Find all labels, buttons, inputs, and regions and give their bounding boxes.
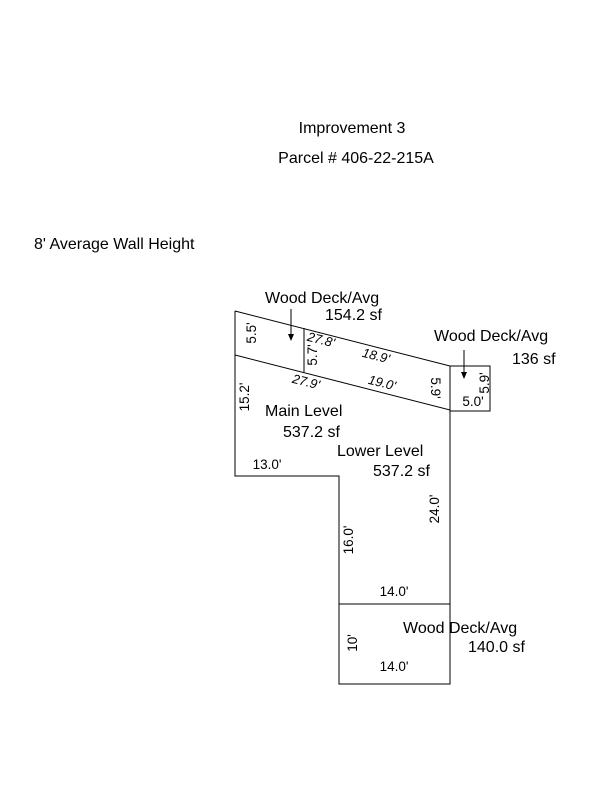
dim-main-left: 15.2' (237, 383, 252, 412)
deck-north-size: 154.2 sf (325, 307, 382, 324)
deck-north-name: Wood Deck/Avg (265, 290, 379, 307)
main-lower-outline (234, 355, 451, 605)
improvement-title: Improvement 3 (299, 120, 406, 137)
dim-main-top-right: 19.0' (367, 372, 398, 393)
dim-lower-bottom: 14.0' (380, 584, 409, 599)
lower-level-size: 537.2 sf (373, 463, 430, 480)
wall-height-note: 8' Average Wall Height (34, 236, 195, 253)
deck-south-outline (338, 604, 451, 685)
dim-main-top-left: 27.9' (290, 371, 322, 393)
deck-south-name: Wood Deck/Avg (403, 620, 517, 637)
deck-east-outline (450, 365, 491, 412)
dim-deck-north-mid: 5.7' (305, 344, 320, 365)
dim-main-right-short: 5.9' (428, 377, 443, 398)
lower-level-name: Lower Level (337, 443, 423, 460)
deck-east-arrowhead (461, 372, 467, 379)
deck-east-size: 136 sf (512, 351, 556, 368)
parcel-number: Parcel # 406-22-215A (278, 150, 434, 167)
dim-deck-east-height: 5.9' (477, 372, 492, 393)
dim-deck-south-bottom: 14.0' (380, 659, 409, 674)
main-level-size: 537.2 sf (283, 424, 340, 441)
dim-deck-south-side: 10' (345, 634, 360, 652)
dim-main-notch: 13.0' (253, 457, 282, 472)
deck-east-name: Wood Deck/Avg (434, 328, 548, 345)
dim-deck-east-width: 5.0' (462, 394, 483, 409)
deck-north-arrowhead (288, 334, 294, 341)
dim-deck-north-top: 27.8' (305, 329, 337, 351)
dim-deck-north-slope: 18.9' (361, 345, 392, 366)
main-level-name: Main Level (265, 403, 342, 420)
deck-south-size: 140.0 sf (468, 639, 525, 656)
dim-deck-north-left: 5.5' (244, 322, 259, 343)
dim-lower-right: 24.0' (427, 495, 442, 524)
deck-north-outline (234, 310, 451, 411)
dim-lower-inner: 16.0' (341, 526, 356, 555)
